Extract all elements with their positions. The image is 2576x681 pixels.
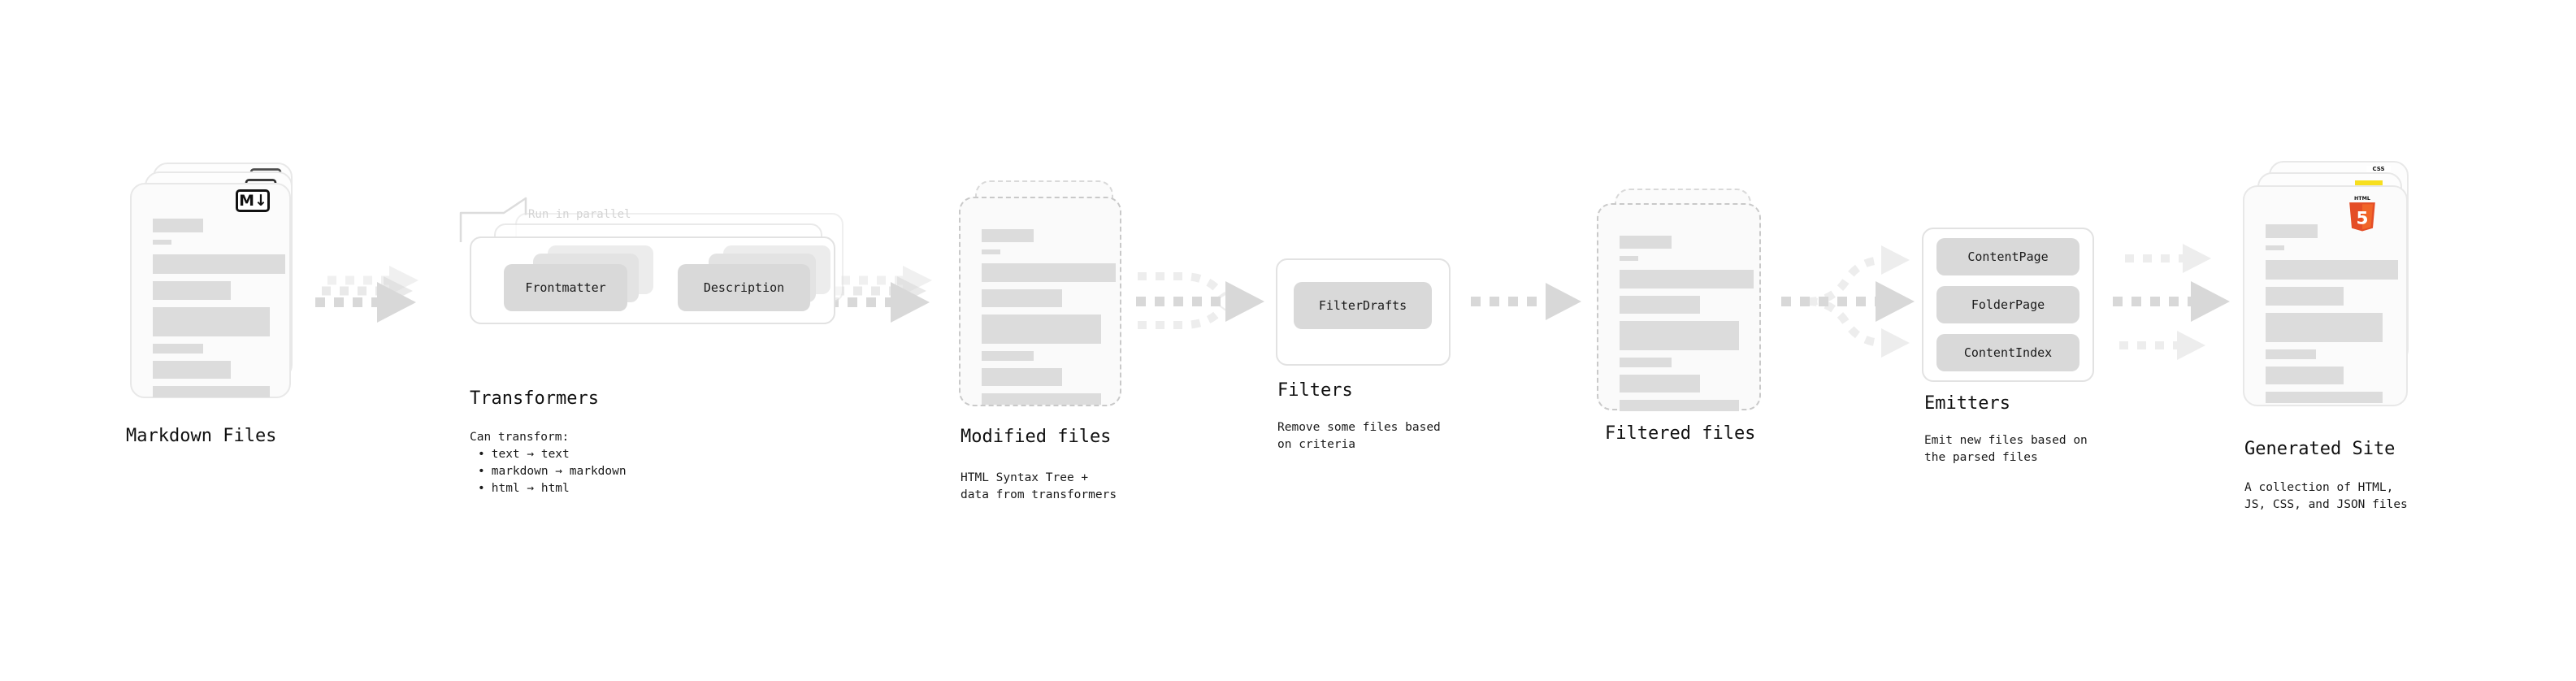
- content-bar: [1620, 296, 1700, 314]
- stage-subtitle-modified-files: HTML Syntax Tree + data from transformer…: [961, 471, 1117, 502]
- stage-title-generated-site: Generated Site: [2244, 439, 2396, 459]
- content-bar: [1620, 358, 1672, 367]
- filter-pill-filterdrafts[interactable]: FilterDrafts: [1294, 282, 1432, 329]
- filter-pill-label: FilterDrafts: [1318, 298, 1407, 313]
- emitter-pill-label: ContentPage: [1967, 249, 2049, 264]
- emitter-pill-contentpage[interactable]: ContentPage: [1936, 238, 2079, 275]
- connector-md-to-transformers: [315, 266, 418, 323]
- content-bar: [1620, 256, 1638, 261]
- stage-title-filtered-files: Filtered files: [1605, 423, 1756, 444]
- content-bar: [153, 254, 285, 274]
- stage-title-modified-files: Modified files: [961, 427, 1112, 447]
- content-bar: [153, 281, 231, 300]
- content-bar: [2266, 260, 2398, 280]
- html5-badge: HTML 5: [2347, 195, 2378, 232]
- filtered-file-card-front: [1597, 203, 1761, 411]
- markdown-file-card-front: [130, 183, 291, 398]
- transformers-capability-item: markdown → markdown: [478, 463, 627, 480]
- transformer-pill-label: Description: [703, 280, 785, 295]
- markdown-badge: M ↓: [236, 189, 270, 212]
- css-badge-label: CSS: [2372, 166, 2385, 172]
- markdown-badge-letter: M: [239, 191, 254, 210]
- emitter-pill-contentindex[interactable]: ContentIndex: [1936, 334, 2079, 371]
- file-content-bars: [982, 229, 1116, 412]
- content-bar: [982, 314, 1101, 344]
- file-content-bars: [1620, 236, 1754, 419]
- transformer-pill-frontmatter[interactable]: Frontmatter: [504, 264, 627, 311]
- content-bar: [153, 307, 270, 336]
- content-bar: [2266, 367, 2344, 384]
- stage-generated-site: CSS HTML: [2243, 161, 2430, 421]
- content-bar: [2266, 392, 2383, 403]
- stage-subtitle-generated-site: A collection of HTML, JS, CSS, and JSON …: [2244, 481, 2408, 512]
- content-bar: [982, 289, 1062, 307]
- content-bar: [2266, 313, 2383, 342]
- stage-filtered-files: [1597, 189, 1772, 432]
- stage-subtitle-emitters: Emit new files based on the parsed files: [1924, 434, 2088, 465]
- stage-title-transformers: Transformers: [470, 388, 599, 409]
- content-bar: [1620, 375, 1700, 393]
- transformers-capability-item: html → html: [478, 480, 627, 497]
- content-bar: [982, 263, 1116, 282]
- connector-emitters-to-site: [2113, 244, 2230, 360]
- connector-filters-to-filtered: [1471, 283, 1581, 320]
- content-bar: [1620, 400, 1739, 411]
- transformers-capabilities: Can transform: text → text markdown → ma…: [470, 429, 627, 497]
- content-bar: [982, 393, 1101, 405]
- content-bar: [1620, 270, 1754, 288]
- stage-title-emitters: Emitters: [1924, 393, 2010, 414]
- content-bar: [2266, 349, 2316, 359]
- content-bar: [982, 249, 1000, 254]
- site-file-card-front: [2243, 185, 2408, 406]
- svg-text:HTML: HTML: [2354, 196, 2370, 202]
- stage-title-filters: Filters: [1277, 380, 1353, 401]
- content-bar: [153, 240, 171, 245]
- content-bar: [982, 229, 1034, 242]
- transformers-capability-item: text → text: [478, 446, 627, 463]
- content-bar: [2266, 224, 2318, 238]
- content-bar: [2266, 287, 2344, 306]
- stage-title-markdown-files: Markdown Files: [126, 426, 277, 446]
- content-bar: [982, 368, 1062, 386]
- content-bar: [1620, 321, 1739, 350]
- content-bar: [2266, 245, 2284, 250]
- emitter-pill-label: ContentIndex: [1963, 345, 2053, 360]
- file-content-bars: [2266, 224, 2398, 410]
- content-bar: [153, 386, 270, 397]
- run-in-parallel-label: Run in parallel: [528, 208, 631, 221]
- content-bar: [982, 351, 1034, 361]
- modified-file-card-front: [959, 197, 1121, 406]
- transformer-pill-label: Frontmatter: [525, 280, 606, 295]
- stage-markdown-files: M ↓ M ↓ M: [130, 163, 305, 414]
- emitter-pill-folderpage[interactable]: FolderPage: [1936, 286, 2079, 323]
- transformers-capabilities-lead: Can transform:: [470, 431, 570, 444]
- content-bar: [1620, 236, 1672, 249]
- transformers-capabilities-list: text → text markdown → markdown html → h…: [478, 446, 627, 497]
- transformer-pill-description[interactable]: Description: [678, 264, 810, 311]
- content-bar: [153, 219, 203, 232]
- emitter-pill-label: FolderPage: [1971, 297, 2045, 312]
- stage-modified-files: [959, 180, 1134, 424]
- content-bar: [153, 361, 231, 379]
- connector-filtered-to-emitters: [1781, 245, 1915, 358]
- content-bar: [153, 344, 203, 354]
- html5-number: 5: [2357, 209, 2369, 229]
- file-content-bars: [153, 219, 285, 405]
- connector-transformers-to-modified: [829, 266, 932, 323]
- html5-icon: HTML 5: [2349, 196, 2375, 232]
- stage-subtitle-filters: Remove some files based on criteria: [1277, 421, 1441, 452]
- connector-modified-to-filters: [1136, 272, 1264, 329]
